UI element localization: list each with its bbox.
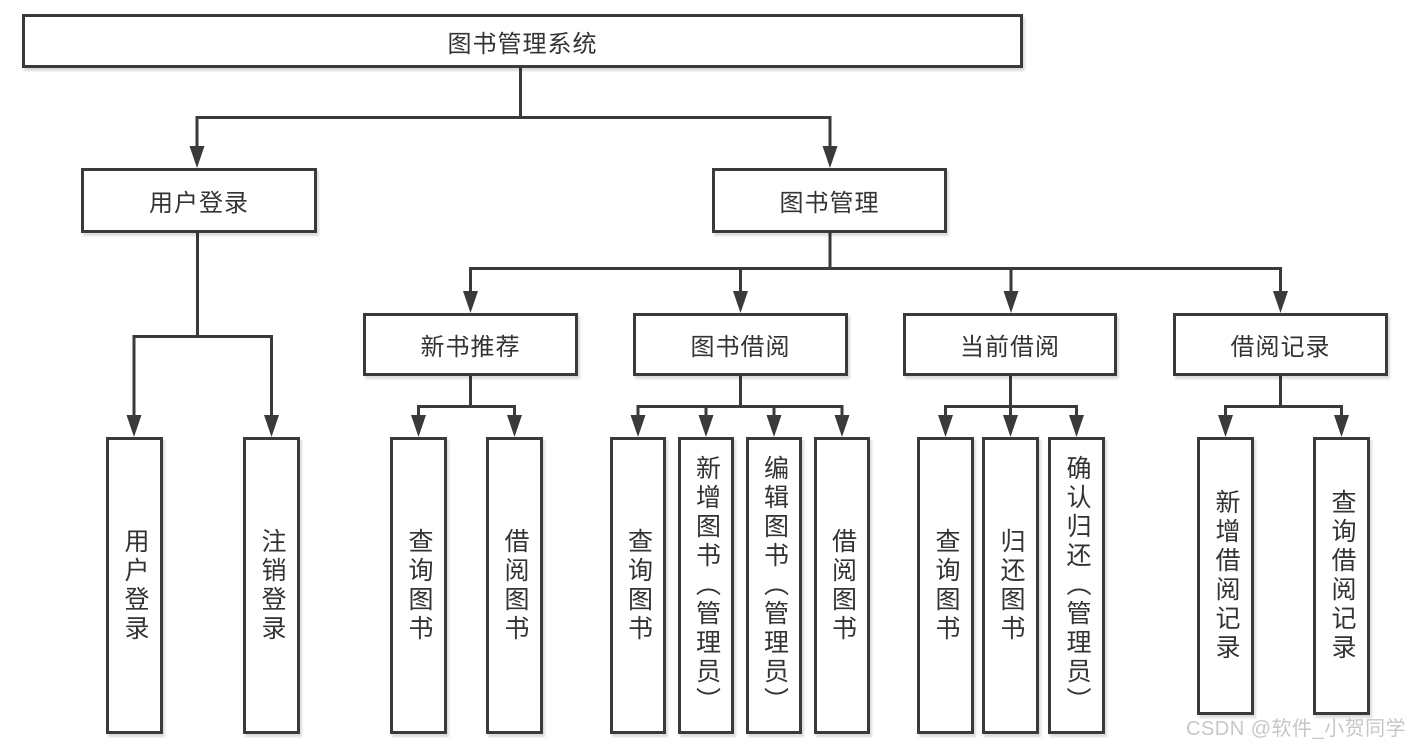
node-current-borrowing: 当前借阅 bbox=[903, 313, 1117, 376]
node-book-borrowing: 图书借阅 bbox=[633, 313, 848, 376]
connector-new-books-to-leaves bbox=[417, 374, 516, 420]
connector-root-to-level2 bbox=[195, 66, 832, 151]
node-user-login: 用户登录 bbox=[81, 168, 317, 233]
leaf-borrowing-edit-books-admin: 编辑图书（管理员） bbox=[746, 437, 802, 734]
leaf-borrowing-add-books-admin: 新增图书（管理员） bbox=[678, 437, 734, 734]
leaf-borrowing-borrow-books: 借阅图书 bbox=[814, 437, 870, 734]
leaf-records-query-record: 查询借阅记录 bbox=[1313, 437, 1370, 715]
node-new-book-recommend: 新书推荐 bbox=[363, 313, 578, 376]
leaf-user-login: 用户登录 bbox=[106, 437, 163, 734]
leaf-borrowing-query-books: 查询图书 bbox=[610, 437, 666, 734]
connector-book-borrow-to-leaves bbox=[636, 374, 844, 420]
connector-user-login-to-leaves bbox=[132, 231, 273, 420]
node-book-management: 图书管理 bbox=[712, 168, 947, 233]
leaf-current-confirm-return-admin: 确认归还（管理员） bbox=[1048, 437, 1105, 734]
arrowhead-icons bbox=[126, 146, 1349, 437]
leaf-newbooks-query-books: 查询图书 bbox=[390, 437, 447, 734]
connector-book-mgmt-to-level3 bbox=[469, 231, 1282, 296]
connector-current-borrow-to-leaves bbox=[944, 374, 1078, 420]
leaf-current-query-books: 查询图书 bbox=[917, 437, 974, 734]
leaf-logout: 注销登录 bbox=[243, 437, 300, 734]
leaf-current-return-books: 归还图书 bbox=[982, 437, 1039, 734]
node-root: 图书管理系统 bbox=[22, 14, 1023, 68]
leaf-records-add-record: 新增借阅记录 bbox=[1197, 437, 1254, 715]
connector-borrow-records-to-leaves bbox=[1224, 374, 1343, 420]
node-borrow-records: 借阅记录 bbox=[1173, 313, 1388, 376]
leaf-newbooks-borrow-books: 借阅图书 bbox=[486, 437, 543, 734]
watermark: CSDN @软件_小贺同学 bbox=[1186, 718, 1405, 740]
